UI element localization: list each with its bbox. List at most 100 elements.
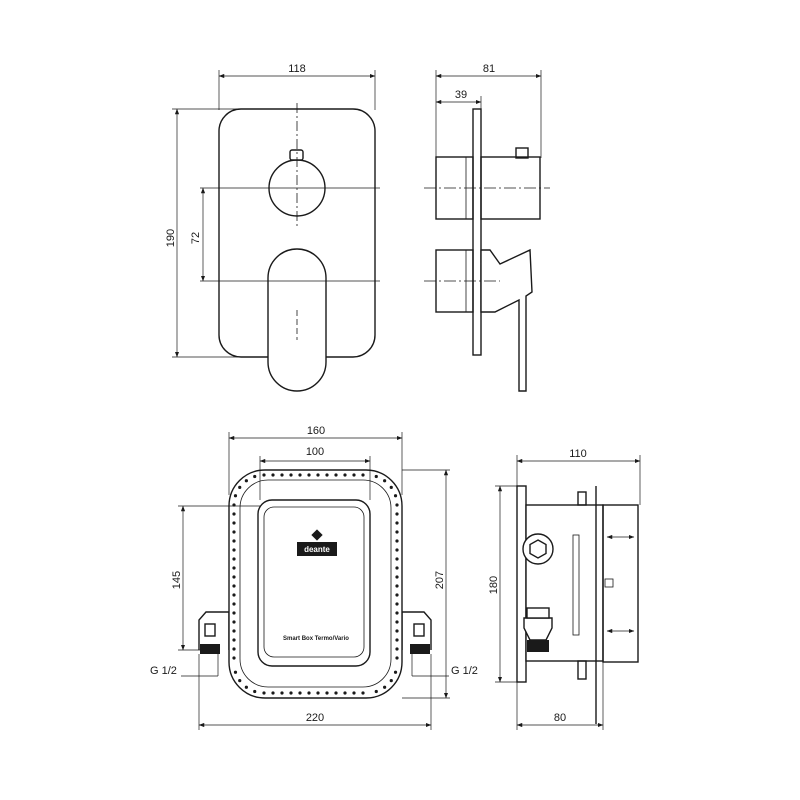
cap-label-area xyxy=(604,572,637,596)
perforation-dot xyxy=(232,539,236,543)
perforation-dot xyxy=(334,473,338,477)
side-nut-lower xyxy=(526,607,550,619)
dim-height-left-label: 145 xyxy=(171,571,183,589)
side-slot xyxy=(572,534,580,636)
side-lever xyxy=(480,248,533,392)
perforation-dot xyxy=(343,691,347,695)
dim-inner-width-label: 100 xyxy=(306,446,324,458)
perforation-dot xyxy=(393,494,398,498)
perforation-dot xyxy=(395,638,399,642)
perforation-dot xyxy=(307,691,311,695)
side-knob-indicator xyxy=(515,147,529,159)
perforation-dot xyxy=(395,530,399,534)
perforation-dot xyxy=(232,593,236,597)
perforation-dot xyxy=(271,691,275,695)
box-body xyxy=(257,499,371,667)
perforation-dot xyxy=(238,679,242,683)
dim-depth-label: 81 xyxy=(483,63,495,75)
top-front-view: 118 190 72 xyxy=(165,63,380,392)
perforation-dot xyxy=(289,473,293,477)
perforation-dot xyxy=(395,584,399,588)
perforation-dot xyxy=(395,647,399,651)
perforation-dot xyxy=(232,602,236,606)
perforation-dot xyxy=(352,691,356,695)
perforation-dot xyxy=(232,521,236,525)
dim-total-width-label: 220 xyxy=(306,712,324,724)
perforation-dot xyxy=(383,479,387,483)
perforation-dot xyxy=(298,691,302,695)
perforation-dot xyxy=(395,566,399,570)
perforation-dot xyxy=(232,611,236,615)
perforation-dot xyxy=(395,656,399,660)
perforation-dot xyxy=(374,689,378,694)
dim-plate-label: 39 xyxy=(455,89,467,101)
perforation-dot xyxy=(325,691,329,695)
perforation-dot xyxy=(232,629,236,633)
perforation-dot xyxy=(343,473,347,477)
perforation-dot xyxy=(395,512,399,516)
bottom-front-view: deante Smart Box Termo/Vario 160 100 207… xyxy=(150,425,478,730)
perforation-dot xyxy=(374,474,378,479)
dim-outer-width-label: 160 xyxy=(307,425,325,437)
side-nut-upper xyxy=(529,539,547,559)
perforation-dot xyxy=(232,584,236,588)
perforation-dot xyxy=(232,620,236,624)
dim-bottom-depth-label: 80 xyxy=(554,712,566,724)
perforation-dot xyxy=(232,638,236,642)
perforation-dot xyxy=(262,691,266,695)
perforation-dot xyxy=(395,557,399,561)
brand-logo: deante xyxy=(297,529,337,556)
perforation-dot xyxy=(316,691,320,695)
perforation-dot xyxy=(395,521,399,525)
perforation-dot xyxy=(307,473,311,477)
bracket-left-hole xyxy=(204,623,216,637)
perforation-dot xyxy=(244,685,248,689)
perforation-dot xyxy=(232,656,236,660)
side-thread-lower xyxy=(527,640,549,652)
perforation-dot xyxy=(232,647,236,651)
perforation-dot xyxy=(316,473,320,477)
side-bracket-bottom xyxy=(577,660,587,680)
side-port-lower xyxy=(523,617,553,641)
perforation-dot xyxy=(383,685,387,689)
box-label: Smart Box Termo/Vario xyxy=(283,636,349,642)
perforation-dot xyxy=(395,593,399,597)
perforation-dot xyxy=(233,494,238,498)
perforation-dot xyxy=(352,473,356,477)
perforation-dot xyxy=(253,689,257,694)
perforation-dot xyxy=(361,691,365,695)
perforation-dot xyxy=(395,629,399,633)
thread-right xyxy=(410,644,430,654)
perforation-dot xyxy=(232,566,236,570)
dim-side-height-label: 180 xyxy=(488,576,500,594)
dim-spacing-label: 72 xyxy=(190,232,202,244)
perforation-dot xyxy=(395,548,399,552)
perforation-dot xyxy=(395,575,399,579)
perforation-dot xyxy=(238,485,242,489)
perforation-dot xyxy=(232,557,236,561)
thread-right-label: G 1/2 xyxy=(451,665,478,677)
thread-left-label: G 1/2 xyxy=(150,665,177,677)
top-side-view: 81 39 xyxy=(424,63,550,392)
box-cover xyxy=(263,506,365,658)
perforation-dot xyxy=(271,473,275,477)
thread-left xyxy=(200,644,220,654)
perforation-dot xyxy=(395,602,399,606)
perforation-dot xyxy=(395,620,399,624)
box-inner-frame xyxy=(239,479,392,688)
brand-text: deante xyxy=(304,545,330,554)
dim-height-label: 190 xyxy=(165,229,177,247)
side-flange xyxy=(516,485,527,683)
cap-mark xyxy=(604,578,614,588)
perforation-dot xyxy=(395,503,399,507)
perforation-dot xyxy=(262,473,266,477)
dim-height-right-label: 207 xyxy=(434,571,446,589)
bottom-side-view: 110 180 80 xyxy=(488,448,641,730)
perforation-dot xyxy=(395,611,399,615)
perforation-dot xyxy=(395,539,399,543)
perforation-dot xyxy=(280,473,284,477)
side-bracket-top xyxy=(577,491,587,506)
perforation-dot xyxy=(325,473,329,477)
perforation-dot xyxy=(233,670,238,674)
